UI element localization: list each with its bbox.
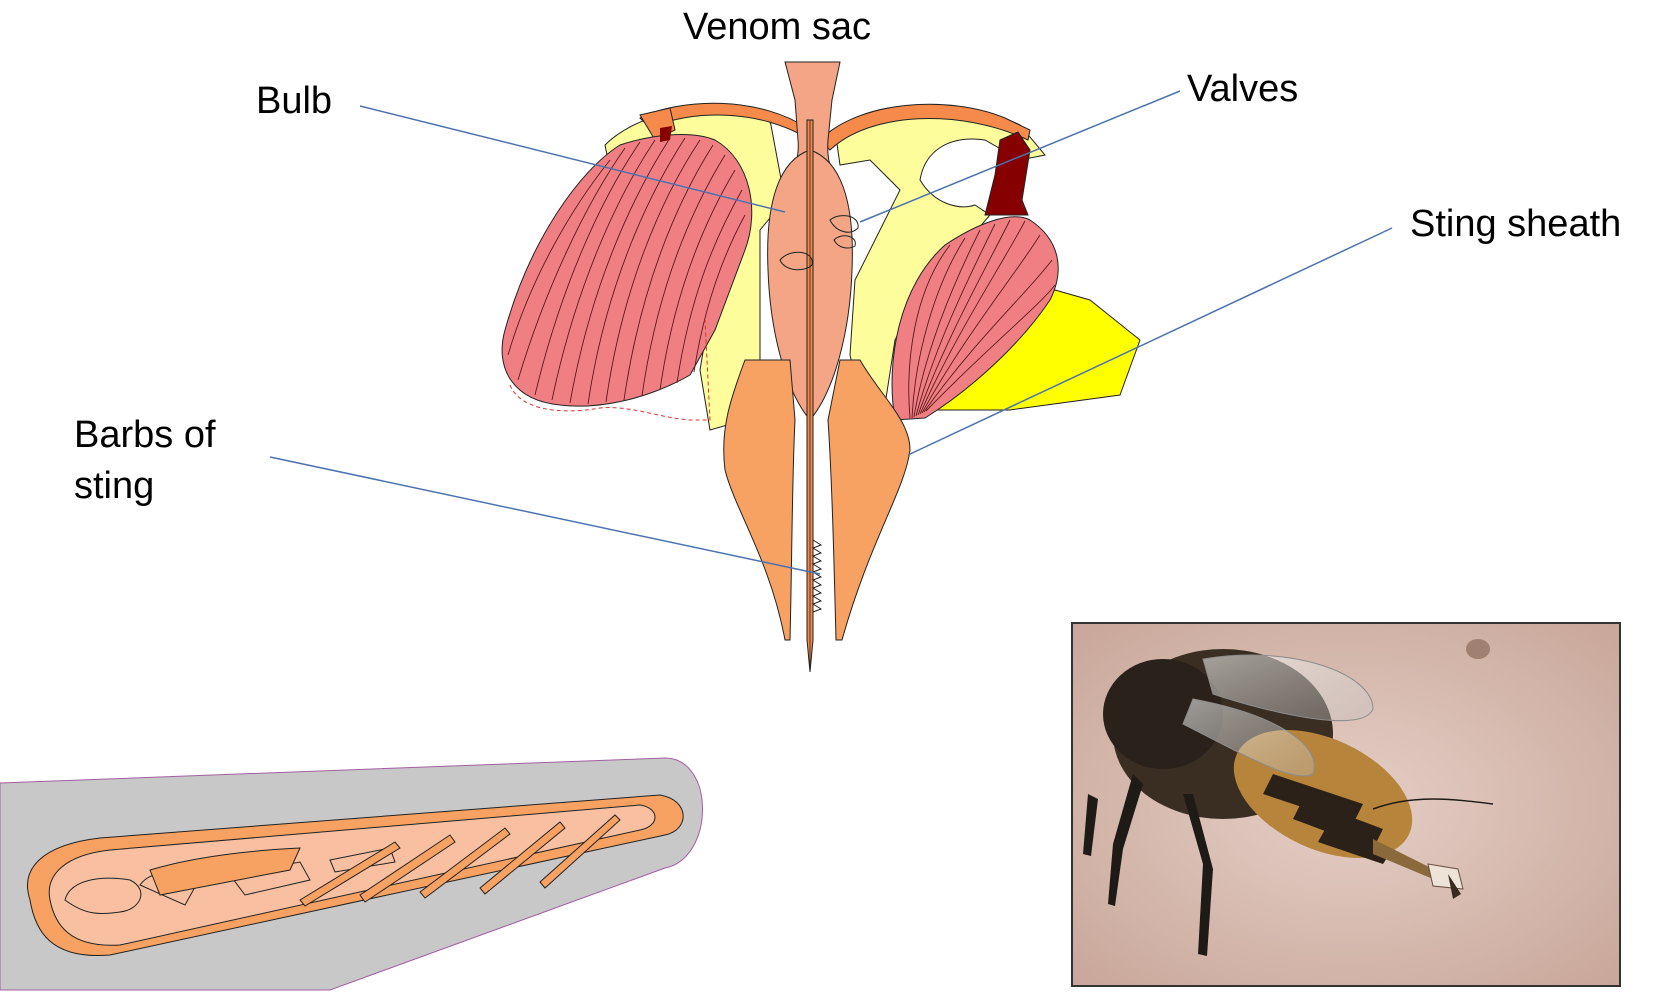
label-sting-sheath: Sting sheath: [1410, 199, 1621, 250]
label-barbs-line2: sting: [74, 461, 216, 512]
sting-cross-section-illustration: [0, 758, 703, 990]
label-valves: Valves: [1187, 64, 1298, 115]
bee-stinging-skin-photo: [1071, 622, 1621, 987]
barbs: [813, 540, 821, 612]
bee-photo-illustration: [1073, 624, 1619, 985]
label-bulb: Bulb: [256, 76, 332, 127]
right-dark-red-valve: [985, 132, 1030, 215]
label-venom-sac: Venom sac: [683, 2, 871, 53]
label-barbs-line1: Barbs of: [74, 410, 216, 461]
label-barbs-of-sting: Barbs of sting: [74, 410, 216, 513]
left-sting-sheath: [724, 360, 795, 640]
